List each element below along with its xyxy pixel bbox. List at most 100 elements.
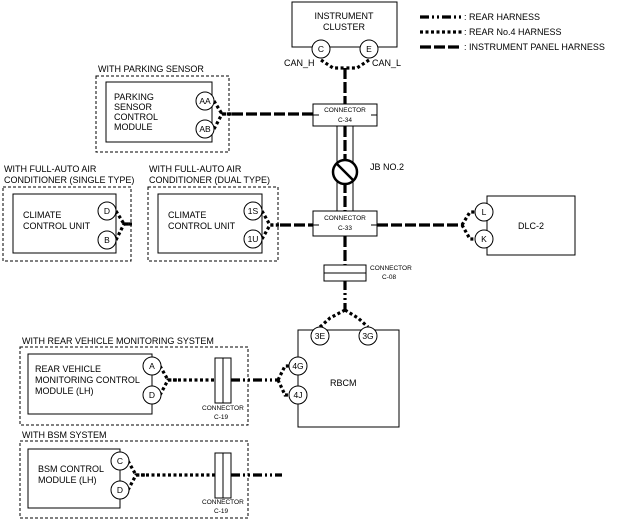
- rbcm-label: RBCM: [330, 378, 357, 388]
- rear-monitor-dashed-frame: [19, 346, 249, 426]
- jb-no2-slash: [336, 163, 354, 181]
- jb-trunk: JB NO.2: [331, 125, 404, 212]
- connector-c33-label-2: C-33: [338, 225, 352, 232]
- bsm-connector-label-1: CONNECTOR: [202, 499, 244, 506]
- wire-can-h: [320, 58, 345, 70]
- dlc-pin-l-label: L: [482, 207, 487, 217]
- wire-can-l: [345, 58, 370, 70]
- climate-single-label-2: CONTROL UNIT: [23, 221, 91, 231]
- connector-c08-label-1: CONNECTOR: [370, 265, 412, 272]
- wire-bsm-d: [126, 473, 146, 491]
- legend-rear-harness-label: : REAR HARNESS: [464, 12, 540, 22]
- connector-c33-label-1: CONNECTOR: [324, 215, 366, 222]
- bsm-label-2: MODULE (LH): [38, 475, 97, 485]
- climate-dual-dashed-frame: [147, 186, 279, 262]
- climate-single-pin-b-circle: [97, 230, 117, 250]
- rbcm-pin-3e-label: 3E: [315, 331, 326, 341]
- dlc-2: DLC-2 L K: [474, 195, 576, 256]
- climate-dual-label-1: CLIMATE: [168, 210, 206, 220]
- climate-single-group-label-2: CONDITIONER (SINGLE TYPE): [4, 175, 134, 185]
- parking-sensor-label-4: MODULE: [114, 122, 153, 132]
- pin-e-label: E: [366, 44, 372, 54]
- wire-1s: [260, 210, 280, 227]
- bsm-pin-d-circle: [110, 480, 130, 500]
- rear-monitor-pin-a-label: A: [149, 361, 155, 371]
- bsm-label-1: BSM CONTROL: [38, 464, 104, 474]
- rear-monitor-connector-label-1: CONNECTOR: [202, 405, 244, 412]
- rear-monitor-group-label: WITH REAR VEHICLE MONITORING SYSTEM: [22, 336, 214, 346]
- climate-dual-group-label-2: CONDITIONER (DUAL TYPE): [149, 175, 270, 185]
- parking-sensor-module-box: [105, 81, 213, 143]
- parking-sensor-label-2: SENSOR: [114, 102, 153, 112]
- connector-c08-label-2: C-08: [382, 274, 396, 281]
- bsm-connector-label-2: C-19: [214, 508, 228, 515]
- rbcm-box: [297, 329, 400, 428]
- wire-1u: [260, 223, 280, 240]
- rear-monitor-connector-label-2: C-19: [214, 414, 228, 421]
- pin-c-label: C: [318, 44, 324, 54]
- bsm-pin-c-circle: [110, 451, 130, 471]
- rbcm-pin-4j-label: 4J: [294, 390, 303, 400]
- rbcm-pin-4j-circle: [288, 385, 308, 405]
- instrument-cluster-box: [291, 1, 398, 48]
- connector-c08: CONNECTOR C-08: [323, 264, 412, 282]
- can-l-label: CAN_L: [372, 58, 401, 68]
- rear-monitor-group: WITH REAR VEHICLE MONITORING SYSTEM REAR…: [19, 336, 249, 426]
- rear-monitor-module-box: [27, 353, 153, 415]
- wire-single-b: [114, 222, 132, 241]
- pin-c-circle: [311, 39, 331, 59]
- wire-4j: [276, 379, 290, 397]
- rbcm-pin-3g-circle: [358, 326, 378, 346]
- bsm-group: WITH BSM SYSTEM BSM CONTROL MODULE (LH) …: [19, 430, 249, 519]
- legend-ip-harness-label: : INSTRUMENT PANEL HARNESS: [464, 42, 605, 52]
- pin-ab-label: AB: [199, 124, 211, 134]
- pin-aa-label: AA: [199, 96, 211, 106]
- climate-dual-pin-1s-label: 1S: [248, 206, 259, 216]
- connector-c34-label-1: CONNECTOR: [324, 107, 366, 114]
- parking-sensor-dashed-frame: [95, 75, 230, 153]
- climate-dual-label-2: CONTROL UNIT: [168, 221, 236, 231]
- dlc-pin-k-label: K: [481, 234, 487, 244]
- climate-dual-group-label-1: WITH FULL-AUTO AIR: [149, 164, 242, 174]
- can-h-label: CAN_H: [284, 58, 315, 68]
- legend: : REAR HARNESS : REAR No.4 HARNESS : INS…: [420, 12, 605, 52]
- climate-single-group: WITH FULL-AUTO AIR CONDITIONER (SINGLE T…: [2, 164, 134, 262]
- bsm-group-label: WITH BSM SYSTEM: [22, 430, 107, 440]
- rbcm-pin-4g-label: 4G: [292, 361, 303, 371]
- climate-single-pin-d-label: D: [104, 206, 110, 216]
- wire-3g: [344, 308, 370, 329]
- wire-3e: [318, 308, 346, 329]
- bsm-pin-d-label: D: [117, 485, 123, 495]
- instrument-cluster-label-2: CLUSTER: [323, 22, 366, 32]
- bsm-module-box: [27, 448, 121, 509]
- jb-no2-label: JB NO.2: [370, 162, 404, 172]
- dlc-pin-k-circle: [474, 229, 494, 249]
- legend-rear-no4-harness-label: : REAR No.4 HARNESS: [464, 27, 562, 37]
- rear-monitor-pin-d-circle: [142, 385, 162, 405]
- wire-bsm-c: [126, 460, 146, 477]
- instrument-cluster: INSTRUMENT CLUSTER C E CAN_H CAN_L: [284, 1, 401, 68]
- rbcm: RBCM 3E 3G 4G 4J: [288, 326, 400, 428]
- climate-single-label-1: CLIMATE: [23, 210, 61, 220]
- parking-sensor-group: WITH PARKING SENSOR PARKING SENSOR CONTR…: [95, 64, 230, 153]
- rear-monitor-pin-a-circle: [142, 356, 162, 376]
- climate-dual-pin-1u-circle: [243, 229, 263, 249]
- connector-c34: CONNECTOR C-34: [312, 103, 378, 127]
- dlc-pin-l-circle: [474, 202, 494, 222]
- climate-single-group-label-1: WITH FULL-AUTO AIR: [4, 164, 97, 174]
- climate-dual-pin-1u-label: 1U: [248, 234, 259, 244]
- pin-aa-circle: [195, 91, 215, 111]
- connector-c34-label-2: C-34: [338, 117, 352, 124]
- dlc-2-box: [486, 195, 576, 256]
- wire-rm-a: [158, 365, 178, 382]
- wire-ab: [212, 112, 232, 130]
- wire-single-d: [114, 210, 132, 226]
- parking-sensor-group-label: WITH PARKING SENSOR: [98, 64, 204, 74]
- bsm-pin-c-label: C: [117, 456, 123, 466]
- rbcm-pin-3g-label: 3G: [362, 331, 373, 341]
- bsm-dashed-frame: [19, 440, 249, 519]
- climate-single-pin-b-label: B: [104, 235, 110, 245]
- pin-e-circle: [359, 39, 379, 59]
- climate-single-pin-d-circle: [97, 201, 117, 221]
